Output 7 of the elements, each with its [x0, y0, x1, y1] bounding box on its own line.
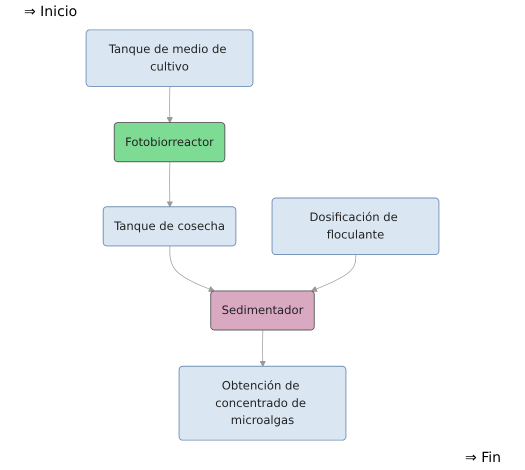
arrow	[166, 162, 173, 208]
note-text: ⇒ Inicio	[23, 3, 78, 22]
arrow	[166, 86, 173, 124]
note-text: ⇒ Fin	[464, 449, 502, 468]
arrow	[260, 330, 266, 367]
arrow	[169, 246, 215, 292]
arrow	[310, 254, 356, 292]
